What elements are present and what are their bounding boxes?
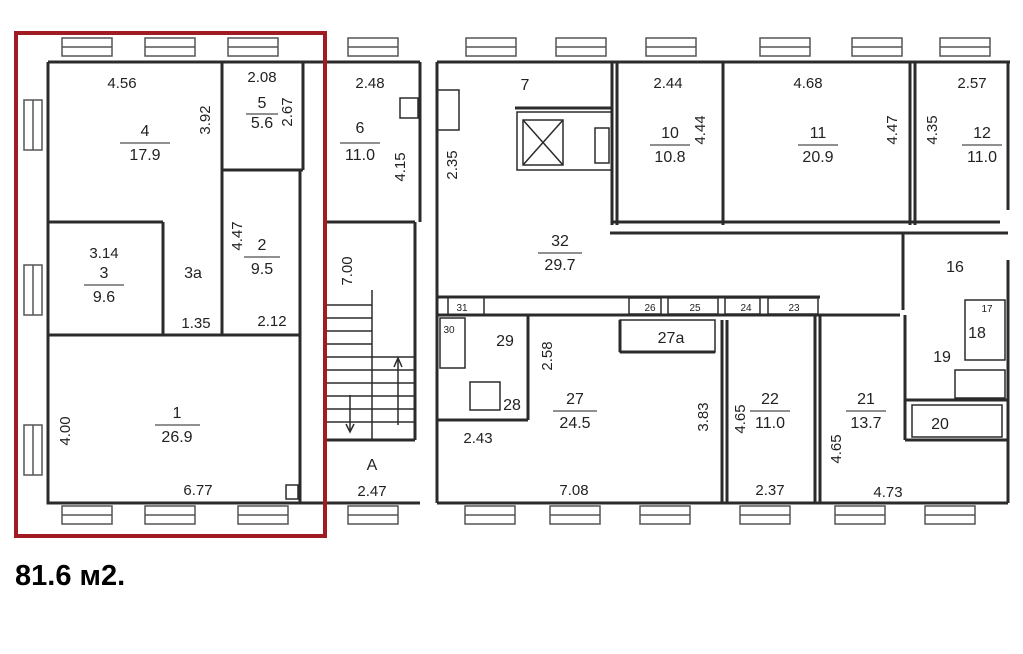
room-number: 7: [521, 77, 530, 94]
dimension: 7.00: [339, 256, 356, 285]
dimension: 2.44: [653, 75, 682, 92]
room-number: 20: [931, 416, 949, 433]
room-area: 26.9: [161, 429, 192, 446]
room-area: 9.6: [93, 289, 115, 306]
dimension: 4.68: [793, 75, 822, 92]
room-number: 24: [740, 303, 752, 314]
room-labels: 4 17.9 5 5.6 6 11.0 7 10 10.8 11 20.9 12…: [84, 77, 1002, 474]
room-number: 25: [689, 303, 701, 314]
dimension-labels: 4.56 3.92 2.08 2.67 2.48 4.15 2.35 2.44 …: [57, 69, 987, 501]
room-number: 11: [810, 125, 827, 142]
dimension: 4.15: [392, 152, 409, 181]
room-number: 5: [258, 95, 267, 112]
dimension: 4.35: [924, 115, 941, 144]
room-area: 13.7: [850, 415, 881, 432]
dimension: 4.44: [692, 115, 709, 144]
highlighted-area-frame: [14, 31, 327, 538]
room-number: 26: [644, 303, 656, 314]
dimension: 2.12: [257, 313, 286, 330]
room-area: 29.7: [544, 257, 575, 274]
dimension: 3.92: [197, 105, 214, 134]
room-number: 3: [100, 265, 109, 282]
room-number: 17: [981, 304, 993, 315]
dimension: 2.67: [279, 97, 296, 126]
dimension: 3.14: [89, 245, 118, 262]
room-number: 22: [761, 391, 779, 408]
dimension: 4.00: [57, 416, 74, 445]
dimension: 4.47: [229, 221, 246, 250]
dimension: 2.47: [357, 483, 386, 500]
dimension: 2.37: [755, 482, 784, 499]
dimension: 4.56: [107, 75, 136, 92]
room-number: 27: [566, 391, 584, 408]
room-number: 18: [968, 325, 986, 342]
room-number: А: [367, 457, 378, 474]
dimension: 2.48: [355, 75, 384, 92]
room-area: 5.6: [251, 115, 273, 132]
room-number: 19: [933, 349, 951, 366]
dimension: 6.77: [183, 482, 212, 499]
room-number: 31: [456, 303, 468, 314]
dimension: 1.35: [181, 315, 210, 332]
room-area: 10.8: [654, 149, 685, 166]
dimension: 2.08: [247, 69, 276, 86]
room-number: 23: [788, 303, 800, 314]
dimension: 7.08: [559, 482, 588, 499]
dimension: 2.35: [444, 150, 461, 179]
room-number: 4: [141, 123, 150, 140]
room-number: 2: [258, 237, 267, 254]
dimension: 3.83: [695, 402, 712, 431]
room-area: 11.0: [755, 415, 785, 432]
dimension: 2.57: [957, 75, 986, 92]
room-number: 29: [496, 333, 514, 350]
room-number: 28: [503, 397, 521, 414]
room-area: 20.9: [802, 149, 833, 166]
room-area: 24.5: [559, 415, 590, 432]
room-number: 3а: [184, 265, 202, 282]
dimension: 2.43: [463, 430, 492, 447]
room-number: 10: [661, 125, 679, 142]
room-number: 21: [857, 391, 875, 408]
room-area: 9.5: [251, 261, 273, 278]
room-number: 12: [973, 125, 991, 142]
total-area-caption: 81.6 м2.: [15, 560, 126, 592]
windows: [23, 37, 991, 525]
room-number: 1: [173, 405, 182, 422]
dimension: 2.58: [539, 341, 556, 370]
dimension: 4.47: [884, 115, 901, 144]
dimension: 4.65: [732, 404, 749, 433]
room-number: 6: [356, 120, 365, 137]
room-number: 30: [443, 325, 455, 336]
dimension: 4.73: [873, 484, 902, 501]
room-area: 17.9: [129, 147, 160, 164]
room-area: 11.0: [345, 147, 375, 164]
room-area: 11.0: [967, 149, 997, 166]
fixtures: [285, 89, 1006, 500]
room-number: 16: [946, 259, 964, 276]
room-number: 32: [551, 233, 569, 250]
room-number: 27а: [658, 330, 685, 347]
dimension: 4.65: [828, 434, 845, 463]
